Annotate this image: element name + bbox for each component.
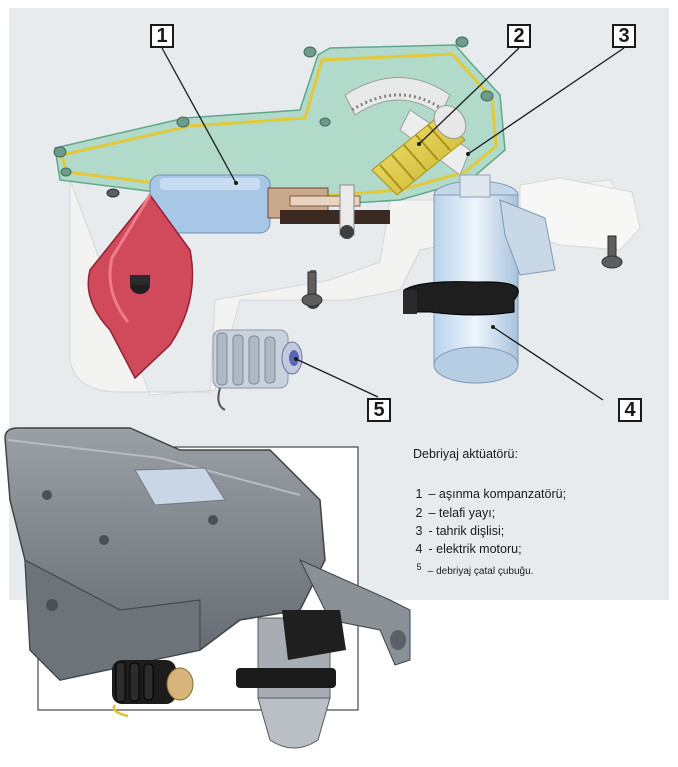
leader-dots: [234, 142, 495, 361]
callout-4: 4: [618, 398, 642, 422]
legend-item-5: 5 – debriyaj çatal çubuğu.: [413, 562, 533, 577]
legend-item-number: 4: [415, 542, 423, 556]
external-boot: [112, 660, 194, 718]
callout-5: 5: [367, 398, 391, 422]
external-housing: [4, 427, 411, 681]
legend-title: Debriyaj aktüatörü:: [413, 447, 518, 461]
callout-1: 1: [150, 24, 174, 48]
electric-motor: [433, 174, 556, 384]
legend-item-text: – debriyaj çatal çubuğu.: [427, 566, 534, 577]
external-motor: [236, 610, 346, 749]
legend-item-text: - tahrik dişlisi;: [428, 524, 505, 538]
legend-item-4: 4 - elektrik motoru;: [413, 542, 522, 556]
cover-screws: [53, 36, 494, 177]
compensation-spring: [371, 105, 467, 196]
motor-bracket: [403, 281, 519, 316]
compensator-motor: [149, 174, 390, 234]
legend-item-2: 2 – telafi yayı;: [413, 506, 496, 520]
callout-3: 3: [612, 24, 636, 48]
clutch-fork-boot: [212, 329, 303, 411]
mount-bolts: [106, 188, 623, 307]
compensator-plate: [87, 193, 194, 380]
legend-item-number: 5: [416, 562, 422, 572]
legend-item-3: 3 - tahrik dişlisi;: [413, 524, 505, 538]
callout-2: 2: [507, 24, 531, 48]
legend-item-text: - elektrik motoru;: [428, 542, 522, 556]
legend-item-text: – aşınma kompanzatörü;: [428, 487, 567, 501]
leader-lines: [161, 47, 625, 401]
legend-item-1: 1 – aşınma kompanzatörü;: [413, 487, 567, 501]
external-housing-bolts: [42, 490, 218, 611]
legend-item-text: – telafi yayı;: [428, 506, 496, 520]
legend-item-number: 3: [415, 524, 423, 538]
legend-item-number: 1: [415, 487, 423, 501]
legend-item-number: 2: [415, 506, 423, 520]
